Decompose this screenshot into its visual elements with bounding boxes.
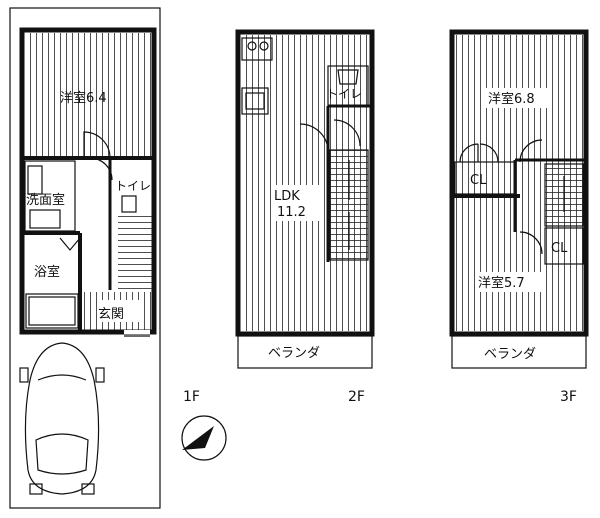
room-label-washroom: 洗面室 (26, 192, 65, 208)
room-label-entrance: 玄関 (98, 307, 124, 322)
building-2f-outline (235, 29, 375, 337)
floor-1f: 洋室6.4 洗面室 浴室 トイレ 玄関 (9, 7, 227, 509)
toilet-icon (121, 195, 137, 213)
room-label-closet-b: CL (551, 241, 568, 256)
parked-car-icon (19, 342, 105, 495)
building-3f-outline (449, 29, 589, 337)
room-balcony-2f (237, 335, 373, 369)
door-swing (83, 131, 111, 159)
room-label-western-5-7: 洋室5.7 (478, 275, 525, 291)
closet-b (544, 227, 584, 265)
sink-icon (29, 209, 61, 229)
washing-machine-icon (27, 165, 43, 195)
room-balcony-3f (451, 335, 587, 369)
room-label-toilet-2f: トイレ (326, 87, 362, 101)
stairs-1f (118, 212, 152, 292)
room-label-closet-a: CL (470, 173, 487, 188)
room-label-bathroom: 浴室 (34, 264, 60, 280)
room-label-western-6-8: 洋室6.8 (488, 91, 535, 107)
room-label-ldk: LDK (274, 189, 300, 204)
floor-label-3f: 3F (560, 389, 577, 405)
bathtub-icon (25, 293, 79, 329)
building-1f-outline (19, 27, 157, 335)
door-swing (459, 143, 479, 163)
door-swing (519, 231, 543, 255)
site-boundary (9, 7, 161, 509)
north-arrow-icon (181, 415, 227, 461)
room-label-ldk-size: 11.2 (277, 205, 306, 220)
door-swing (333, 119, 361, 147)
floor-2f: トイレ LDK 11.2 ベランダ 2F (235, 29, 375, 405)
toilet-icon (337, 69, 359, 85)
stove-icon (241, 37, 273, 61)
door-swing (89, 157, 113, 181)
room-western-6-4 (25, 33, 151, 157)
room-label-toilet-1f: トイレ (115, 179, 151, 193)
sink-icon (241, 87, 269, 115)
room-label-western-6-4: 洋室6.4 (60, 90, 107, 106)
room-label-balcony-3f: ベランダ (484, 347, 536, 362)
floor-3f: CL CL 洋室6.8 洋室5.7 ベランダ 3F (449, 29, 589, 405)
room-label-balcony-2f: ベランダ (268, 346, 320, 361)
floor-label-1f: 1F (183, 389, 200, 405)
floor-label-2f: 2F (348, 389, 365, 405)
triangle-marker (59, 237, 81, 251)
